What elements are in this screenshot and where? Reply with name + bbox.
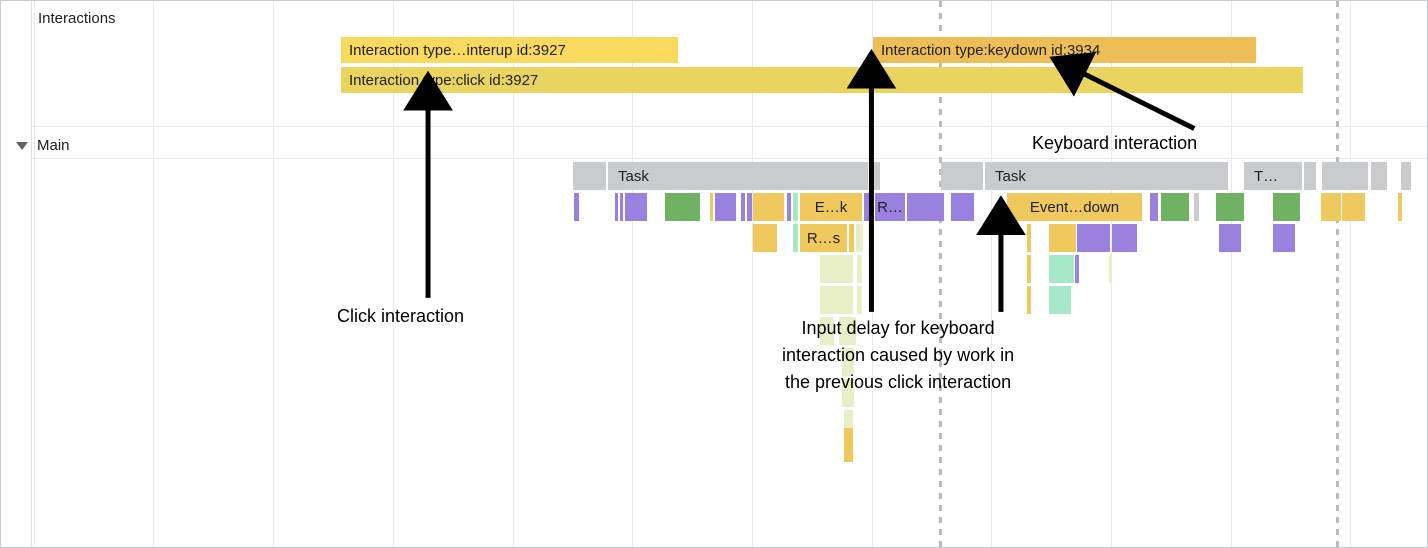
event-bar[interactable] xyxy=(1398,193,1402,221)
task-bar[interactable] xyxy=(1371,162,1381,190)
event-bar[interactable] xyxy=(839,317,856,345)
grid-line xyxy=(34,1,35,547)
event-bar[interactable] xyxy=(820,255,853,283)
grid-line xyxy=(513,1,514,547)
event-bar[interactable] xyxy=(1321,193,1341,221)
event-bar[interactable] xyxy=(864,193,872,221)
track-label-interactions[interactable]: Interactions xyxy=(38,10,116,27)
track-divider xyxy=(1,158,1427,159)
grid-line xyxy=(991,1,992,547)
task-bar[interactable] xyxy=(1377,162,1387,190)
task-bar[interactable] xyxy=(1304,162,1316,190)
event-bar[interactable] xyxy=(747,193,752,221)
event-bar[interactable] xyxy=(620,193,623,221)
grid-line xyxy=(273,1,274,547)
track-divider xyxy=(1,126,1427,127)
annotation-input-delay: Input delay for keyboard interaction cau… xyxy=(782,318,1015,392)
event-bar[interactable] xyxy=(842,348,854,376)
event-bar[interactable] xyxy=(1075,255,1079,283)
event-bar[interactable] xyxy=(753,224,777,252)
annotation-click-interaction: Click interaction xyxy=(337,306,465,326)
event-bar[interactable] xyxy=(1273,224,1295,252)
event-bar[interactable] xyxy=(1216,193,1244,221)
event-bar[interactable] xyxy=(951,193,974,221)
event-bar[interactable] xyxy=(665,193,700,221)
event-bar[interactable]: R…s xyxy=(800,224,847,252)
task-bar[interactable] xyxy=(1322,162,1368,190)
event-bar[interactable] xyxy=(1194,193,1199,221)
event-bar[interactable] xyxy=(844,410,853,428)
event-bar[interactable] xyxy=(615,193,618,221)
task-bar[interactable] xyxy=(1401,162,1411,190)
task-bar[interactable]: T… xyxy=(1244,162,1302,190)
event-bar[interactable] xyxy=(1049,286,1071,314)
event-bar[interactable] xyxy=(1219,224,1241,252)
event-bar[interactable] xyxy=(1027,286,1031,314)
interaction-pointer-up[interactable]: Interaction type…interup id:3927 xyxy=(341,37,678,63)
event-bar[interactable] xyxy=(849,224,854,252)
grid-line xyxy=(153,1,154,547)
event-bar[interactable] xyxy=(1342,193,1365,221)
event-bar[interactable]: Event…down xyxy=(1007,193,1142,221)
task-bar[interactable] xyxy=(870,162,880,190)
event-bar[interactable] xyxy=(1161,193,1189,221)
track-label-main[interactable]: Main xyxy=(37,137,70,154)
task-bar[interactable] xyxy=(941,162,983,190)
event-bar[interactable] xyxy=(857,255,862,283)
event-bar[interactable] xyxy=(1077,224,1110,252)
collapse-triangle-icon[interactable] xyxy=(16,142,28,150)
grid-line xyxy=(1350,1,1351,547)
grid-line xyxy=(393,1,394,547)
event-bar[interactable] xyxy=(741,193,745,221)
event-bar[interactable] xyxy=(625,193,647,221)
task-bar[interactable]: Task xyxy=(985,162,1228,190)
task-bar[interactable] xyxy=(573,162,606,190)
event-bar[interactable] xyxy=(907,193,944,221)
timing-marker-line[interactable] xyxy=(1336,1,1339,547)
event-bar[interactable] xyxy=(1049,255,1074,283)
arrow-keyboard-interaction xyxy=(1049,52,1196,131)
event-bar[interactable] xyxy=(793,224,798,252)
event-bar[interactable] xyxy=(1027,255,1031,283)
event-bar[interactable]: R… xyxy=(875,193,905,221)
task-bar[interactable]: Task xyxy=(608,162,868,190)
event-bar[interactable] xyxy=(753,193,784,221)
event-bar[interactable] xyxy=(844,428,853,462)
event-bar[interactable] xyxy=(857,286,862,314)
event-bar[interactable] xyxy=(1027,224,1031,252)
event-bar[interactable] xyxy=(715,193,736,221)
track-gutter xyxy=(1,1,32,547)
event-bar[interactable] xyxy=(793,193,798,221)
event-bar[interactable] xyxy=(1112,224,1137,252)
grid-line xyxy=(632,1,633,547)
event-bar[interactable] xyxy=(820,317,834,345)
timing-marker-line[interactable] xyxy=(939,1,942,547)
event-bar[interactable] xyxy=(787,193,791,221)
event-bar[interactable] xyxy=(710,193,713,221)
event-bar[interactable] xyxy=(856,224,863,252)
event-bar[interactable] xyxy=(1150,193,1158,221)
grid-line xyxy=(1231,1,1232,547)
grid-line xyxy=(752,1,753,547)
event-bar[interactable] xyxy=(574,193,579,221)
annotation-keyboard-interaction: Keyboard interaction xyxy=(1032,133,1198,153)
event-bar[interactable] xyxy=(820,286,853,314)
event-bar[interactable] xyxy=(1049,224,1076,252)
event-bar[interactable] xyxy=(1109,255,1112,283)
event-bar[interactable] xyxy=(1273,193,1300,221)
event-bar[interactable] xyxy=(842,379,854,407)
event-bar[interactable]: E…k xyxy=(800,193,862,221)
